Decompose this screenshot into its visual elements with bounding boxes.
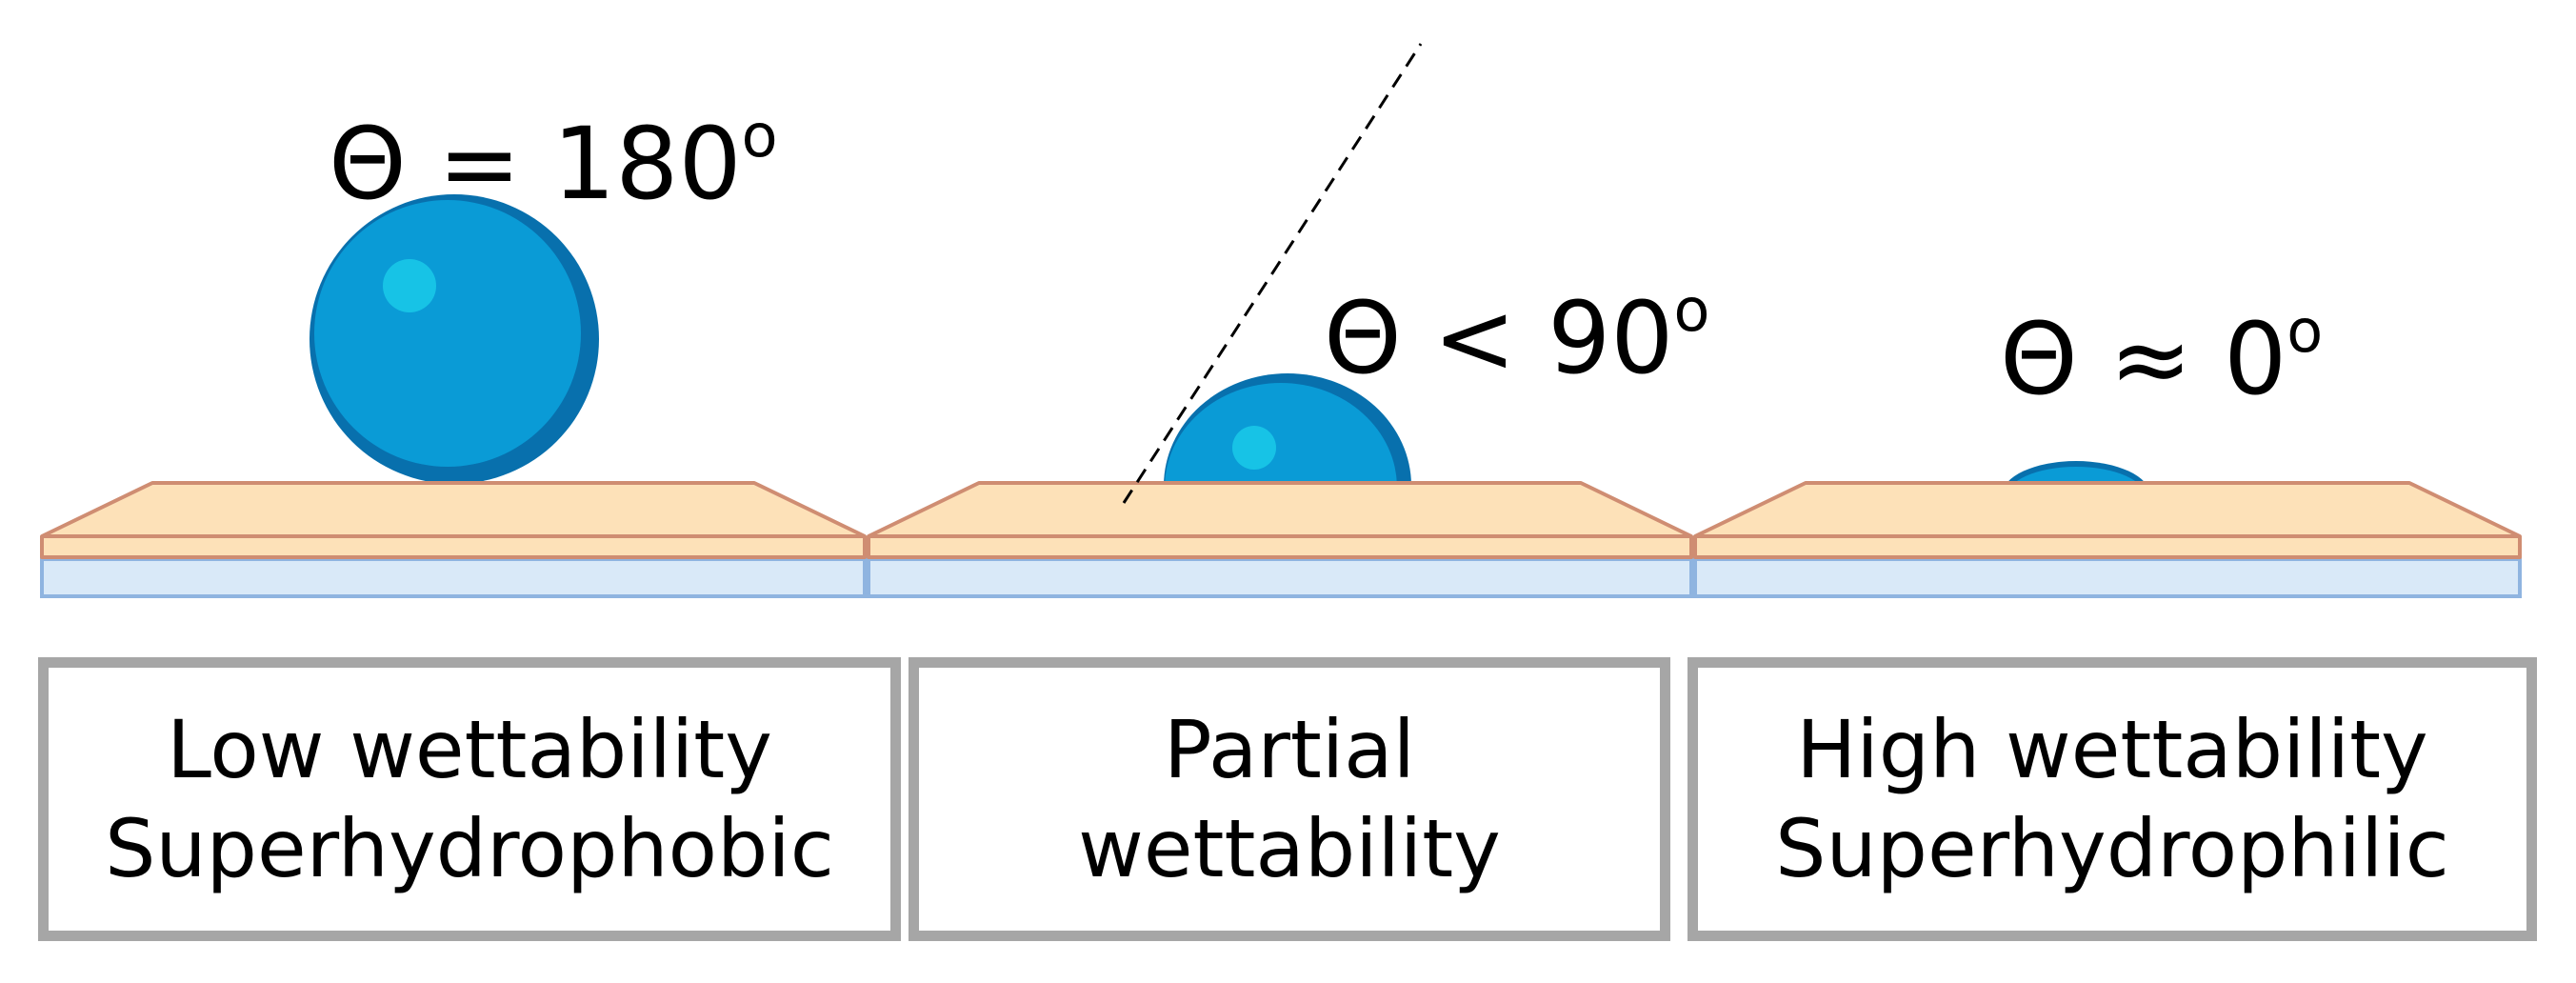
substrate-middle: [867, 481, 1693, 598]
relation-symbol: ≈: [2108, 301, 2193, 417]
relation-symbol: =: [437, 106, 522, 222]
caption-line-2: wettability: [1078, 802, 1501, 895]
partial-droplet: [1164, 373, 1411, 486]
angle-value: 180: [552, 106, 742, 222]
caption-box-left: Low wettability Superhydrophobic: [38, 657, 901, 941]
relation-symbol: <: [1432, 280, 1517, 396]
caption-line-2: Superhydrophobic: [105, 802, 834, 895]
contact-angle-label-right: Θ ≈ 0o: [2000, 302, 2323, 410]
theta-symbol: Θ: [2000, 301, 2078, 417]
degree-unit: o: [741, 101, 778, 171]
angle-value: 90: [1548, 280, 1674, 396]
theta-symbol: Θ: [329, 106, 407, 222]
substrate-right: [1693, 481, 2522, 598]
caption-line-1: Partial: [1164, 702, 1415, 796]
theta-symbol: Θ: [1324, 280, 1402, 396]
tangent-dashed-line: [1122, 43, 1423, 504]
substrate-left: [40, 481, 867, 598]
flat-droplet: [2005, 461, 2147, 485]
caption-line-1: High wettability: [1796, 702, 2428, 796]
contact-angle-label-middle: Θ < 90o: [1324, 281, 1709, 389]
caption-box-right: High wettability Superhydrophilic: [1687, 657, 2537, 941]
contact-angle-label-left: Θ = 180o: [329, 107, 778, 214]
spherical-droplet: [310, 194, 599, 484]
caption-line-2: Superhydrophilic: [1775, 802, 2449, 895]
degree-unit: o: [1673, 275, 1710, 345]
degree-unit: o: [2286, 296, 2324, 366]
caption-line-1: Low wettability: [167, 702, 772, 796]
angle-value: 0: [2224, 301, 2287, 417]
caption-box-middle: Partial wettability: [909, 657, 1670, 941]
